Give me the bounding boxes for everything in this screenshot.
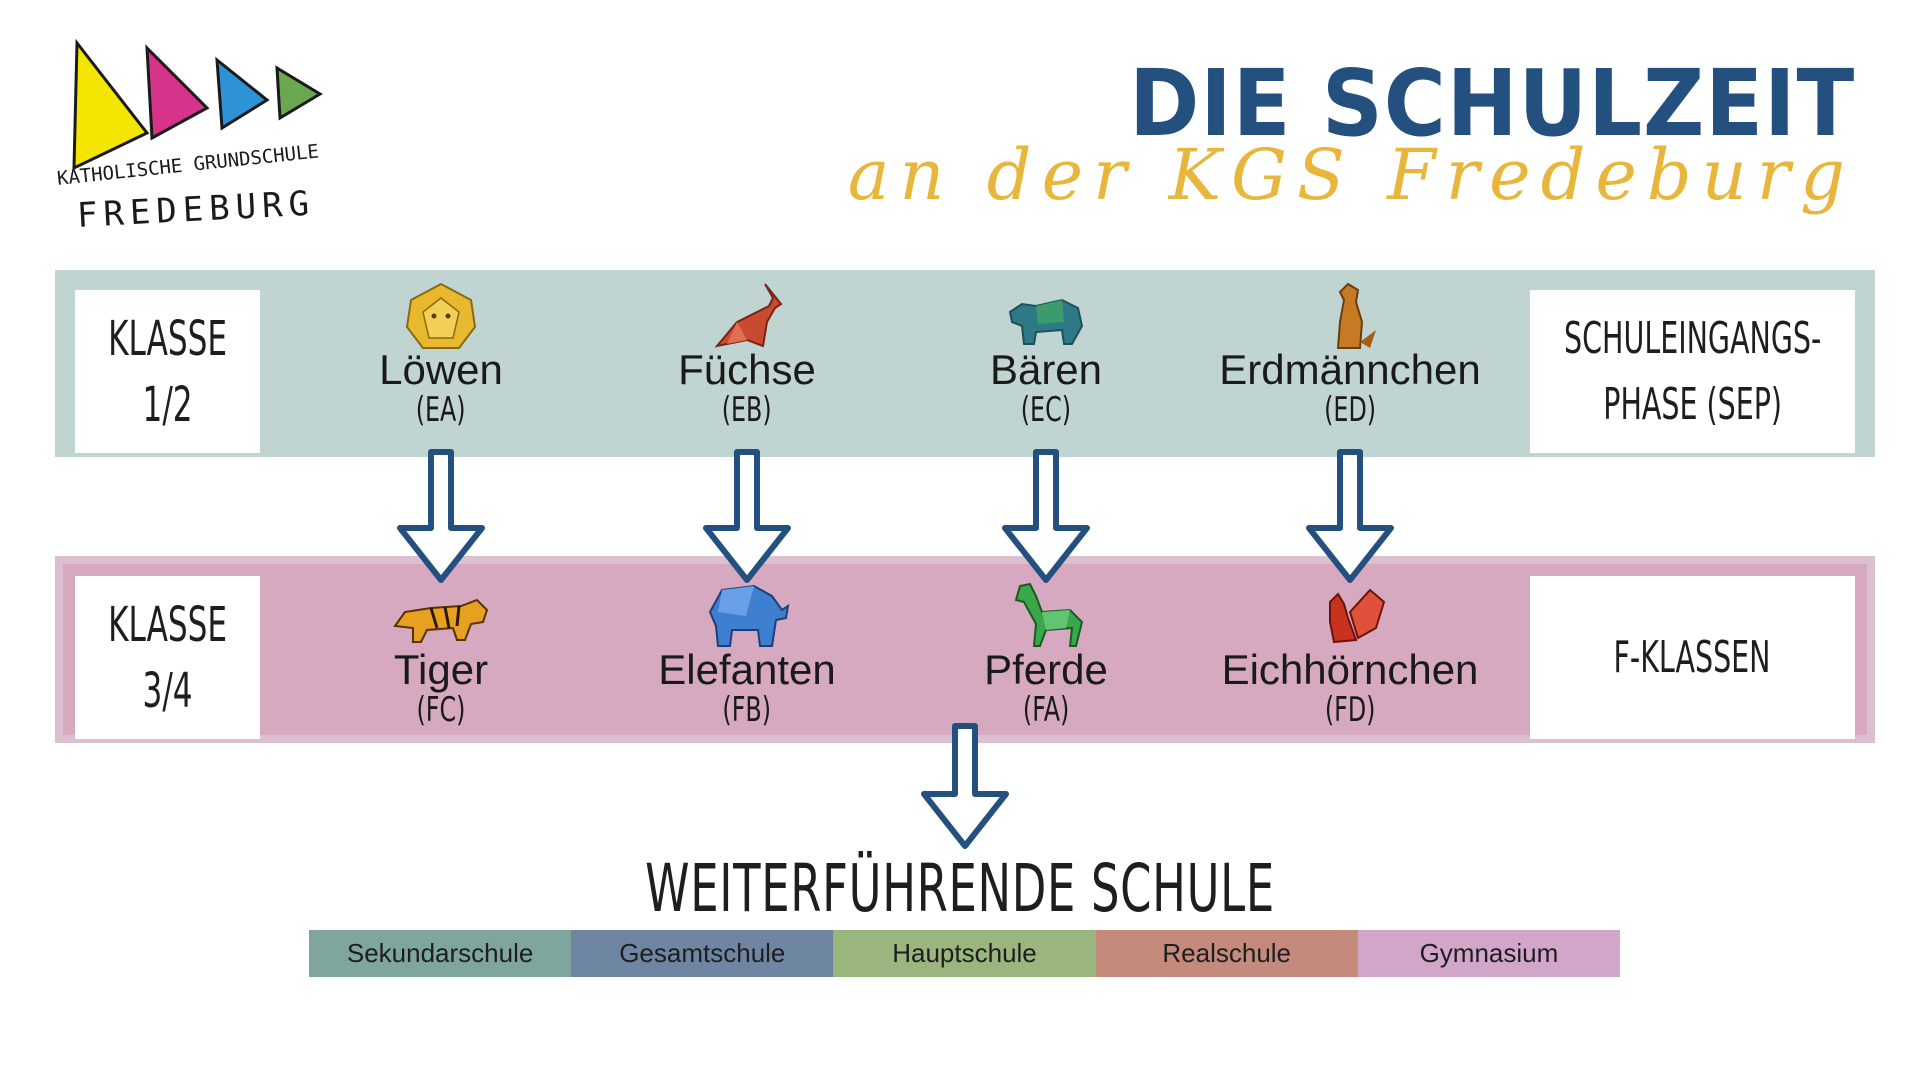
group-name: Tiger [393,646,489,693]
group-name: Pferde [984,646,1108,693]
group-pferde: Pferde (FA) [896,582,1196,728]
bear-icon [1008,298,1084,345]
page-title: DIE SCHULZEIT [1129,50,1855,157]
group-name: Eichhörnchen [1221,646,1479,693]
squirrel-icon [1329,588,1386,644]
class-3-4-band: KLASSE 3/4 F-KLASSEN [55,556,1875,743]
school-hauptschule: Hauptschule [833,930,1096,977]
arrow-erdmaennchen-eichhoernchen [1306,449,1394,583]
group-name: Erdmännchen [1219,346,1481,393]
group-name: Elefanten [658,646,836,693]
f-klassen-label: F-KLASSEN [1530,576,1855,739]
class-1-2-band: KLASSE 1/2 SCHULEINGANGS- PHASE (SEP) [55,270,1875,457]
group-code: (FC) [416,690,466,730]
sep-label: SCHULEINGANGS- PHASE (SEP) [1530,290,1855,453]
arrow-to-secondary [921,723,1009,849]
fox-icon [714,283,783,348]
arrow-baeren-pferde [1002,449,1090,583]
school-logo: KATHOLISCHE GRUNDSCHULE FREDEBURG [52,38,352,238]
group-loewen: Löwen (EA) [291,282,591,428]
group-elefanten: Elefanten (FB) [597,582,897,728]
horse-icon [1014,582,1084,647]
page-subtitle: an der KGS Fredeburg [847,134,1855,216]
group-fuechse: Füchse (EB) [597,282,897,428]
group-erdmaennchen: Erdmännchen (ED) [1200,282,1500,428]
group-code: (EA) [416,390,466,430]
school-sekundarschule: Sekundarschule [309,930,572,977]
group-code: (FA) [1022,690,1070,730]
group-tiger: Tiger (FC) [291,582,591,728]
arrow-loewen-tiger [397,449,485,583]
group-name: Löwen [379,346,503,393]
group-name: Füchse [678,346,816,393]
group-baeren: Bären (EC) [896,282,1196,428]
group-code: (EB) [722,390,772,430]
school-gymnasium: Gymnasium [1357,930,1621,977]
logo-line2: FREDEBURG [76,183,317,236]
group-name: Bären [989,346,1103,393]
tiger-icon [393,598,489,643]
class-3-4-label: KLASSE 3/4 [75,576,260,739]
group-code: (FD) [1324,690,1376,730]
elephant-icon [708,584,790,647]
arrow-fuechse-elefanten [703,449,791,583]
secondary-school-title: WEITERFÜHRENDE SCHULE [645,850,1275,927]
meerkat-icon [1336,282,1376,349]
group-code: (ED) [1324,390,1376,430]
class-1-2-label: KLASSE 1/2 [75,290,260,453]
group-code: (FB) [722,690,772,730]
group-eichhoernchen: Eichhörnchen (FD) [1200,582,1500,728]
school-types-bar: Sekundarschule Gesamtschule Hauptschule … [309,930,1621,977]
school-gesamtschule: Gesamtschule [571,930,834,977]
school-realschule: Realschule [1095,930,1358,977]
lion-icon [405,282,477,349]
group-code: (EC) [1020,390,1072,430]
sails-logo-icon [72,38,323,171]
